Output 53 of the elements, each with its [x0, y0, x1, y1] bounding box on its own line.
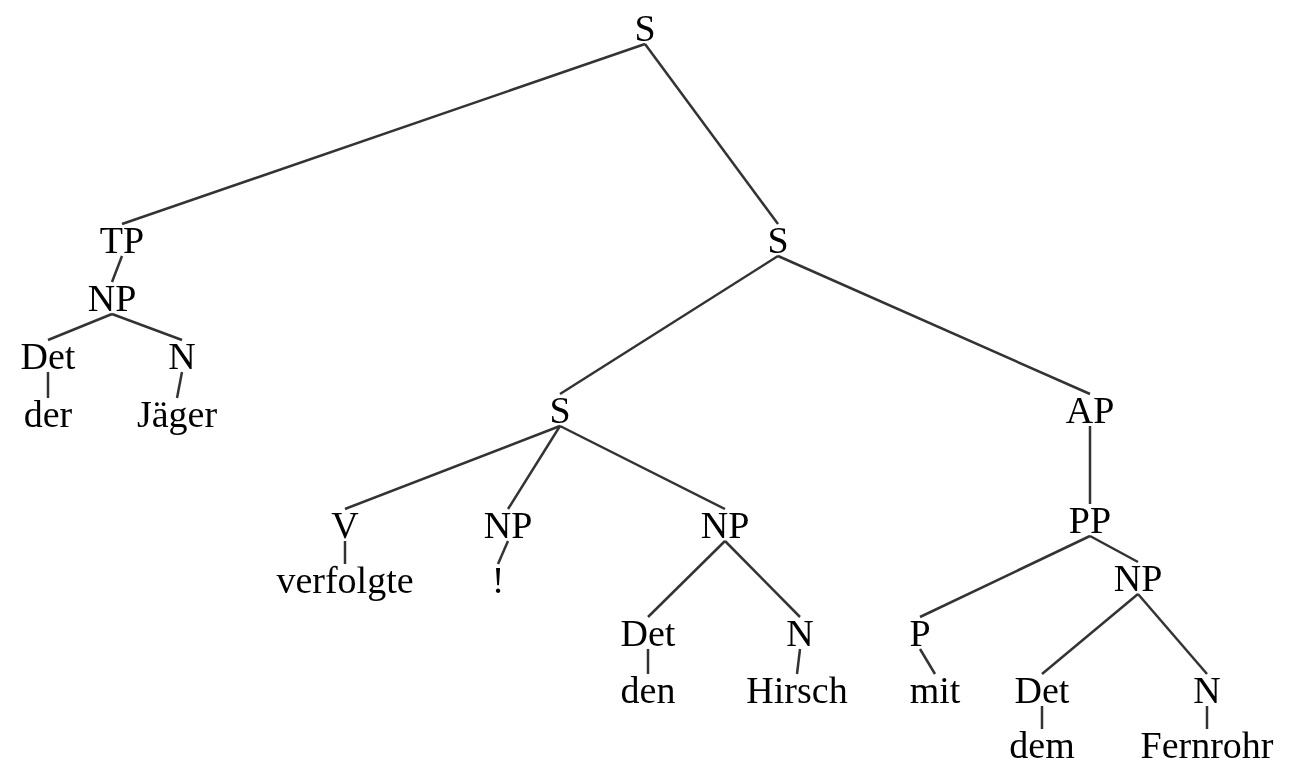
tree-branch: [918, 648, 937, 675]
tree-branch: [506, 425, 562, 510]
tree-label: NP: [481, 505, 535, 545]
tree-label: N: [1191, 670, 1223, 710]
tree-branch: [496, 540, 510, 565]
tree-branch: [175, 371, 184, 399]
tree-branch: [47, 312, 113, 342]
tree-label: mit: [907, 670, 963, 710]
tree-label: N: [784, 613, 816, 653]
tree-branch: [344, 424, 561, 511]
tree-branch: [777, 254, 1091, 396]
tree-branch: [795, 648, 802, 675]
tree-label: Hirsch: [744, 670, 850, 710]
tree-label: Det: [18, 336, 78, 376]
tree-label: S: [547, 390, 573, 430]
tree-label: den: [618, 670, 678, 710]
tree-label: AP: [1063, 390, 1117, 430]
tree-branch: [111, 312, 183, 342]
tree-branch: [919, 534, 1091, 619]
tree-label: V: [329, 505, 361, 545]
tree-branch: [559, 254, 779, 396]
tree-branch: [46, 372, 50, 398]
tree-label: verfolgte: [274, 560, 416, 600]
tree-label: NP: [698, 505, 752, 545]
tree-label: Det: [1012, 670, 1072, 710]
tree-branch: [121, 42, 646, 226]
tree-label: der: [21, 394, 75, 434]
tree-branch: [646, 649, 650, 674]
tree-branch: [1089, 534, 1139, 564]
tree-branch: [647, 540, 726, 618]
tree-branch: [1205, 706, 1209, 729]
tree-label: Fernrohr: [1138, 725, 1276, 765]
tree-branch: [110, 255, 124, 283]
tree-label: S: [765, 220, 791, 260]
tree-label: Jäger: [134, 394, 220, 434]
tree-label: NP: [85, 278, 139, 318]
tree-label: !: [489, 560, 507, 600]
tree-label: N: [166, 336, 198, 376]
tree-branch: [644, 43, 779, 225]
tree-branch: [559, 424, 726, 511]
tree-label: P: [907, 613, 933, 653]
tree-branch: [724, 540, 801, 618]
tree-label: S: [632, 8, 658, 48]
tree-label: PP: [1066, 500, 1114, 540]
tree-branch: [1041, 593, 1139, 675]
tree-branch: [1040, 706, 1044, 729]
tree-label: TP: [97, 220, 147, 260]
tree-branch: [1137, 593, 1208, 675]
tree-branch: [343, 541, 347, 564]
tree-label: NP: [1111, 558, 1165, 598]
tree-label: dem: [1007, 725, 1077, 765]
tree-label: Det: [618, 613, 678, 653]
tree-branch: [1088, 426, 1092, 504]
